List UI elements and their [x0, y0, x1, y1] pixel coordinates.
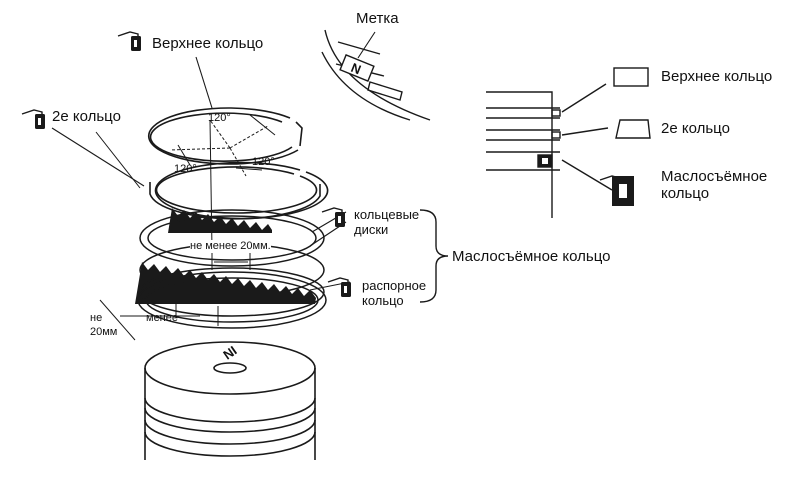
ring-serration-upper [168, 208, 272, 233]
label-min-gap-left-1: не [90, 312, 103, 324]
section-label-top-ring: Верхнее кольцо [661, 68, 773, 85]
label-oil-ring: Маслосъёмное кольцо [452, 248, 611, 265]
ring-profiles [612, 67, 651, 206]
gap-dimension-lines [120, 252, 251, 326]
label-spacer-ring: распорное кольцо [362, 278, 427, 309]
label-mark: Метка [356, 10, 399, 27]
label-min-gap-rails: не менее 20мм. [190, 240, 271, 253]
section-label-oil-ring-line1: Маслосъёмное [661, 168, 768, 185]
mark-detail-inset [321, 29, 431, 121]
oil-ring-bracket [419, 209, 449, 303]
oil-rail-lower [137, 271, 327, 329]
piston [144, 341, 316, 460]
top-ring-profile [613, 67, 649, 87]
label-rail-discs-line2: диски [354, 221, 389, 237]
label-spacer-line1: распорное [362, 278, 427, 293]
angle-label-left: 120° [174, 163, 197, 175]
section-label-oil-ring-line2: кольцо [661, 185, 710, 203]
second-ring-profile [615, 119, 651, 139]
label-top-ring: Верхнее кольцо [152, 35, 264, 52]
label-spacer-line2: кольцо [362, 292, 404, 308]
label-min-gap-left-3: 20мм [90, 326, 118, 338]
section-label-oil-ring: Маслосъёмное кольцо [661, 168, 767, 203]
angle-label-top: 120° [208, 112, 231, 124]
angle-label-right: 120° [252, 156, 275, 168]
section-view [486, 83, 613, 218]
label-rail-discs-line1: кольцевые [354, 207, 420, 222]
label-rail-discs: кольцевые диски [354, 207, 420, 238]
section-label-second-ring: 2е кольцо [661, 120, 730, 137]
oil-rail-upper [139, 209, 325, 267]
label-second-ring: 2е кольцо [52, 108, 121, 125]
label-min-gap-left-2: менее [146, 312, 178, 324]
